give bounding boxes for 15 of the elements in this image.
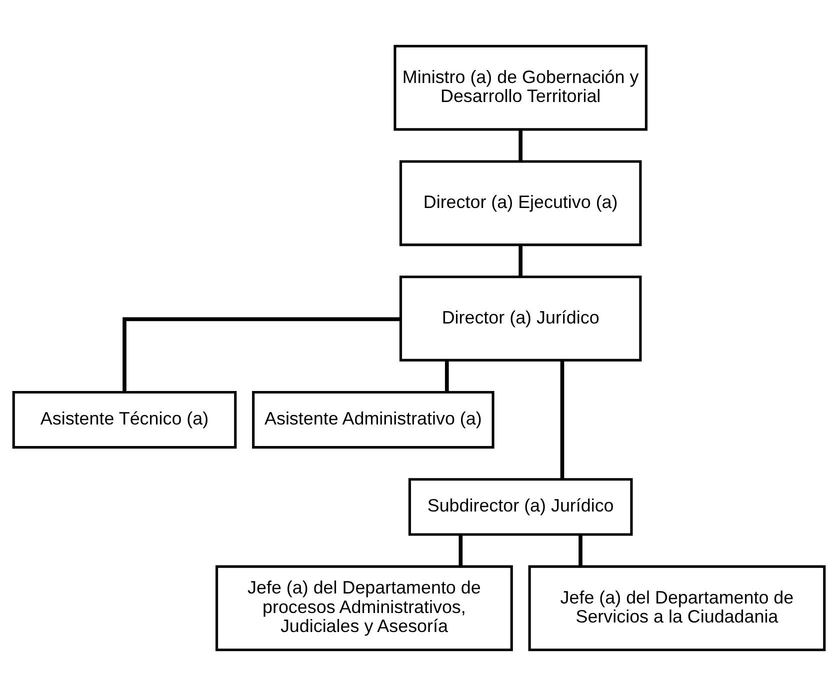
connector	[578, 534, 582, 567]
connector	[560, 360, 564, 480]
node-box: Subdirector (a) Jurídico	[408, 478, 633, 536]
node-box: Director (a) Jurídico	[399, 276, 642, 362]
connector	[458, 534, 463, 567]
node-box: Jefe (a) del Departamento de Servicios a la Ciudadania	[528, 565, 826, 652]
node-box: Director (a) Ejecutivo (a)	[399, 160, 642, 246]
connector	[518, 130, 522, 162]
connector	[518, 245, 522, 277]
node-box: Jefe (a) del Departamento de procesos Administrativos, Judiciales y Asesoría	[216, 565, 513, 652]
node-box: Asistente Técnico (a)	[12, 390, 237, 449]
connector	[122, 317, 401, 392]
connector	[444, 360, 449, 392]
node-box: Asistente Administrativo (a)	[252, 390, 494, 449]
node-box: Ministro (a) de Gobernación y Desarrollo Territorial	[394, 44, 648, 131]
